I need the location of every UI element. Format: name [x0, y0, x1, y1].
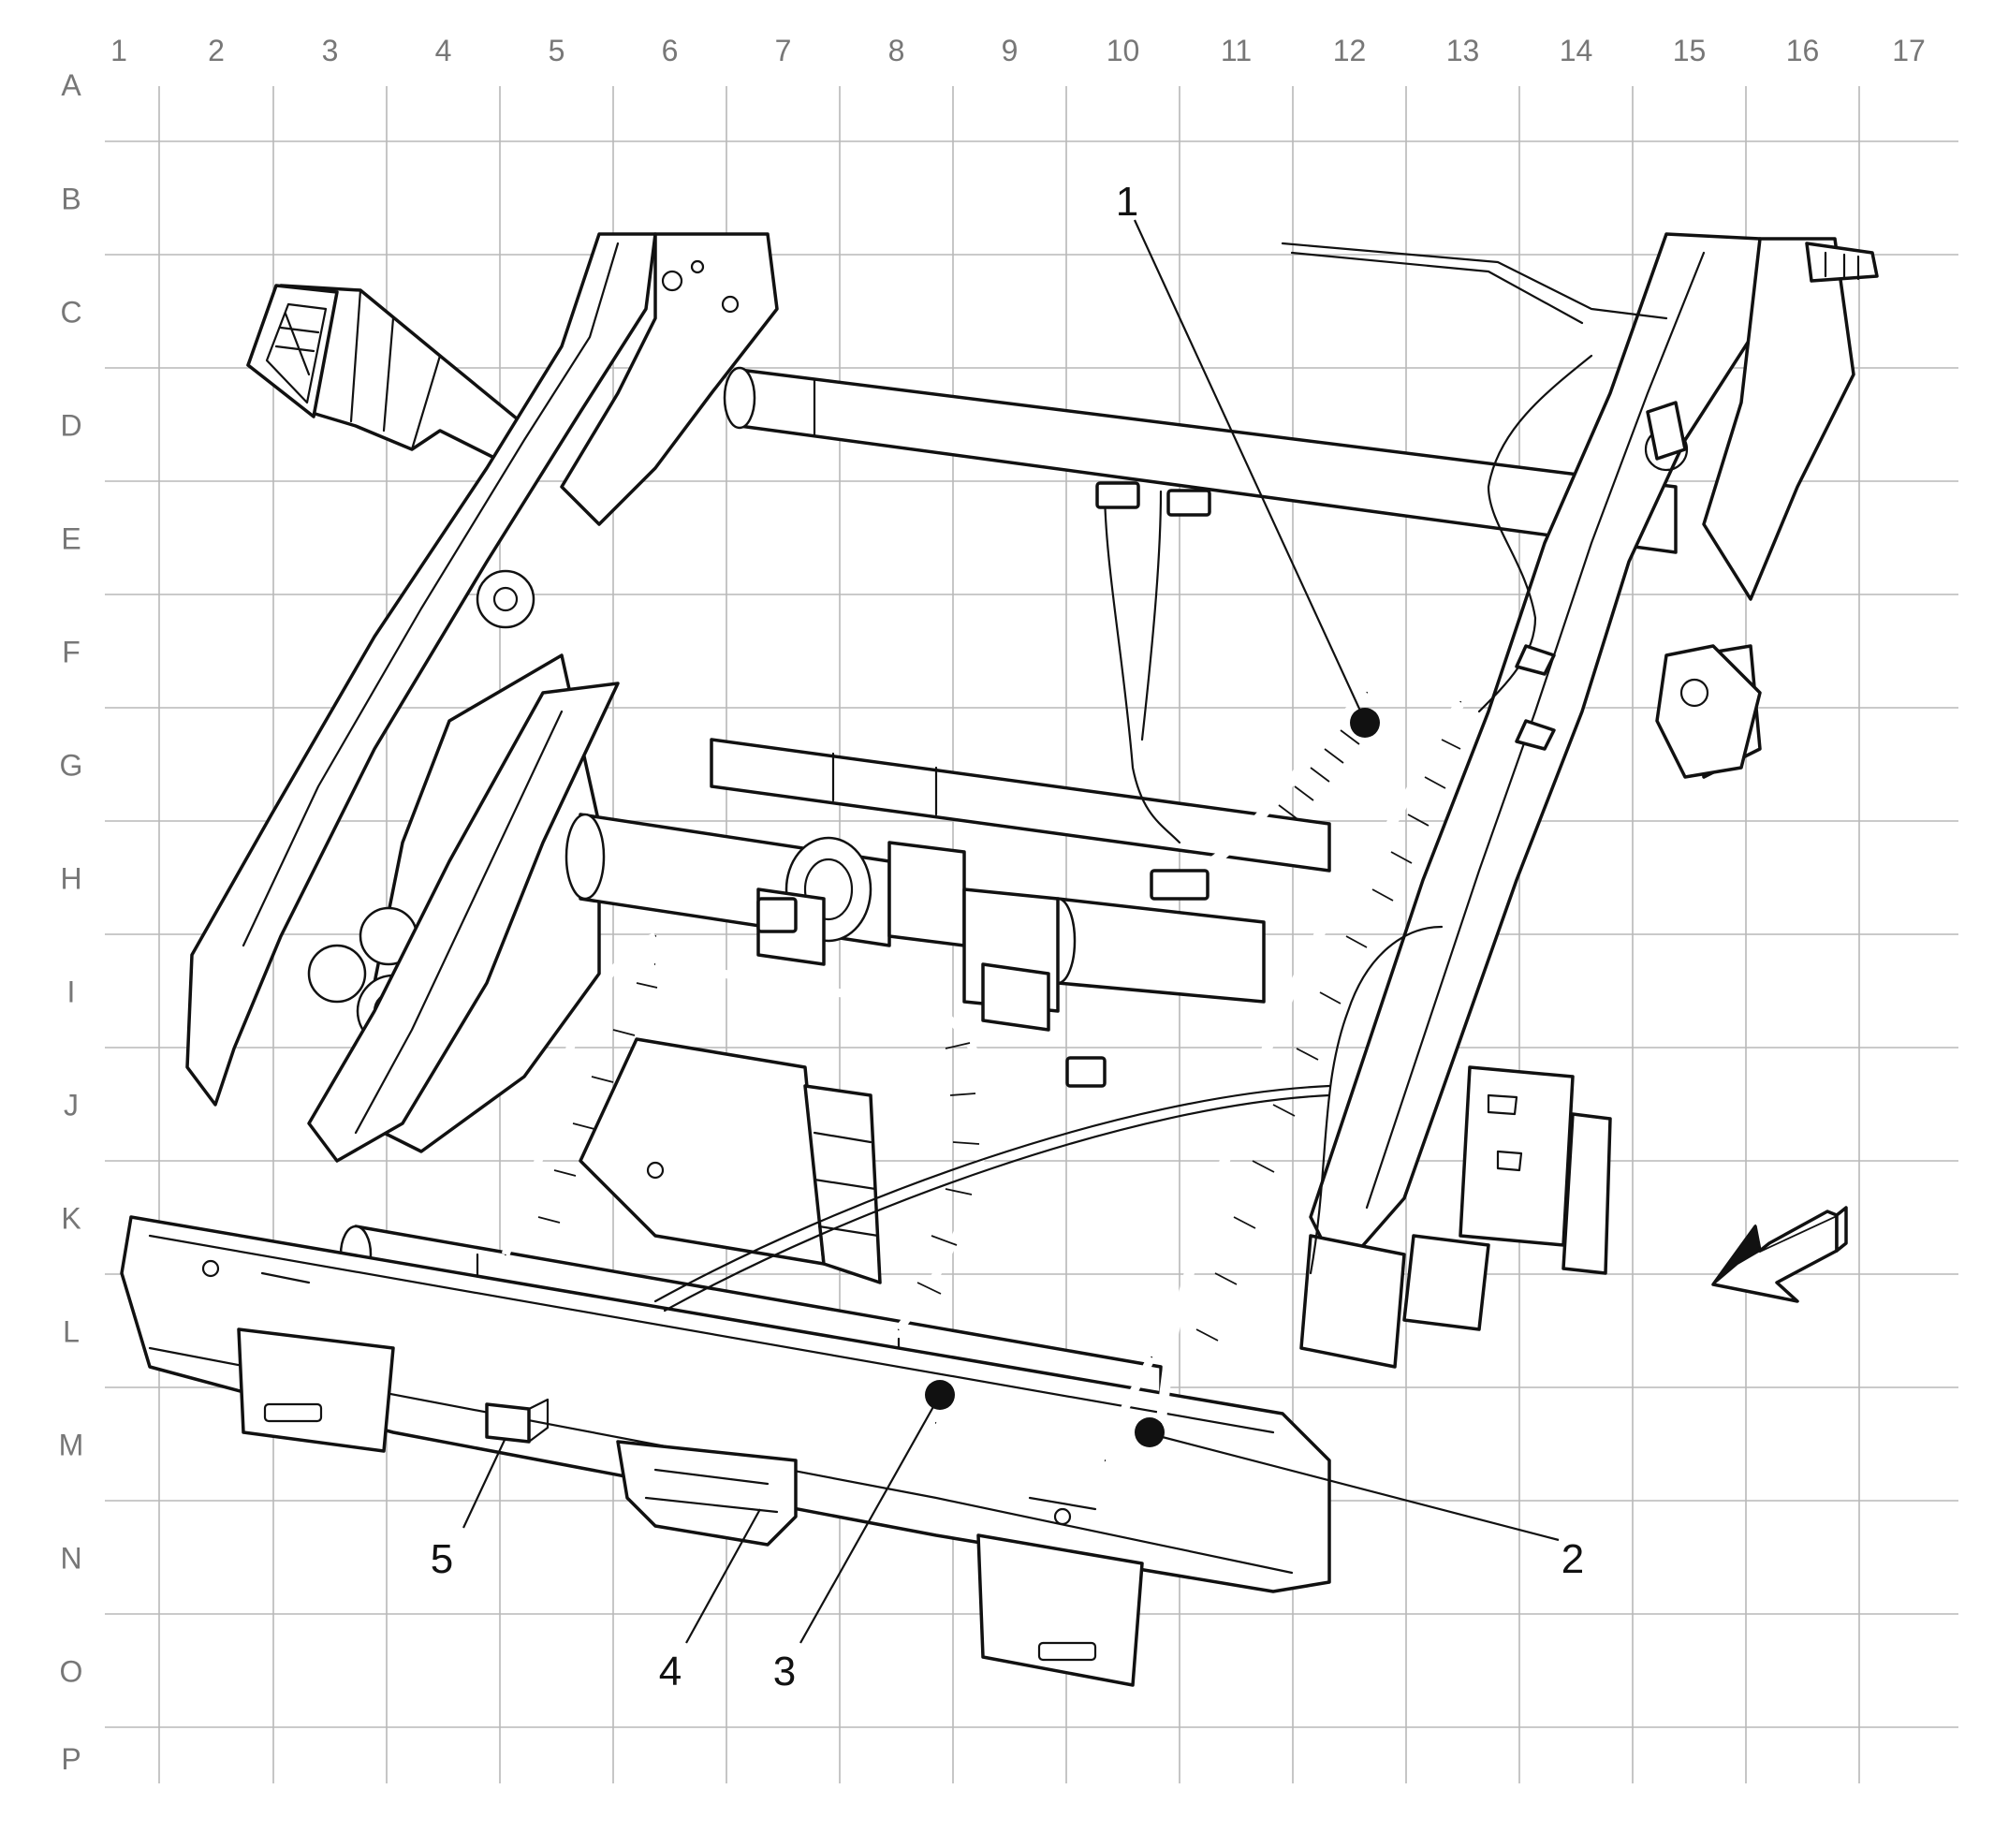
grid-row-label: D: [60, 409, 81, 443]
grid-row-label: E: [61, 522, 81, 556]
grid-column-label: 9: [1002, 34, 1019, 67]
seat-frame-illustration: [120, 232, 1879, 1687]
grid-row-label: I: [67, 975, 76, 1009]
grid-column-label: 15: [1673, 34, 1707, 67]
grid-row-label: H: [60, 862, 81, 896]
grid-column-label: 6: [662, 34, 679, 67]
callout-label-1: 1: [1116, 179, 1138, 225]
grid-row-label: P: [61, 1742, 81, 1776]
callout-dot-3: [925, 1380, 955, 1410]
callout-leaders: [462, 219, 1560, 1644]
grid-column-label: 4: [435, 34, 452, 67]
seat-adjuster-motor-2: [962, 887, 1266, 1032]
right-recliner-details: [1646, 401, 1762, 779]
grid-column-label: 12: [1333, 34, 1367, 67]
upper-right-bracket: [1281, 242, 1879, 325]
grid-row-label: F: [62, 636, 81, 669]
grid-row-label: A: [61, 68, 81, 102]
seat-belt-buckle: [246, 284, 545, 475]
grid-row-label: G: [60, 749, 83, 783]
wiring-harness: [501, 354, 1593, 1465]
callout-dot-1: [1350, 708, 1380, 738]
bottom-module: [616, 1440, 798, 1547]
grid-row-label: C: [60, 296, 81, 330]
grid-column-label: 7: [775, 34, 792, 67]
leader-line-4: [685, 1508, 761, 1644]
leader-line-5: [462, 1437, 506, 1529]
grid-column-label: 1: [110, 34, 127, 67]
left-seat-rail: [185, 232, 779, 1107]
grid-row-labels: A B C D E F G H I J K L M N O P: [59, 68, 84, 1776]
view-direction-arrow-icon: [1711, 1206, 1848, 1303]
callout-label-3: 3: [773, 1649, 796, 1694]
harness-connectors: [756, 481, 1556, 1088]
grid-column-label: 8: [888, 34, 905, 67]
left-frame-side: [307, 682, 620, 1163]
callout-label-4: 4: [659, 1649, 682, 1694]
grid-row-label: O: [60, 1655, 83, 1689]
seat-control-module: [579, 1037, 882, 1284]
right-switch-bracket: [1299, 1065, 1612, 1369]
grid-column-label: 16: [1786, 34, 1820, 67]
seat-adjuster-motor: [564, 813, 966, 966]
leader-line-2: [1151, 1432, 1560, 1542]
grid-column-label: 17: [1892, 34, 1926, 67]
grid-column-label: 2: [208, 34, 225, 67]
grid-row-label: J: [64, 1089, 79, 1122]
grid-column-label: 14: [1560, 34, 1593, 67]
grid-row-label: B: [61, 183, 81, 216]
grid-row-label: M: [59, 1429, 84, 1462]
callout-labels: 1 2 3 4 5: [431, 179, 1584, 1694]
grid-row-label: N: [60, 1542, 81, 1576]
callout-label-5: 5: [431, 1536, 453, 1582]
grid-column-label: 13: [1446, 34, 1480, 67]
callout-dot-2: [1135, 1417, 1165, 1447]
grid-row-label: L: [63, 1315, 80, 1349]
front-mount-brackets: [237, 1327, 1144, 1687]
grid-column-label: 3: [322, 34, 339, 67]
grid-column-label: 10: [1107, 34, 1140, 67]
small-block-part: [485, 1398, 550, 1444]
rear-cross-tube: [723, 366, 1678, 554]
grid-column-label: 11: [1221, 34, 1252, 67]
leader-line-3: [799, 1396, 940, 1644]
grid-column-label: 5: [549, 34, 565, 67]
grid-row-label: K: [61, 1202, 81, 1236]
leader-line-1: [1134, 219, 1366, 722]
callout-label-2: 2: [1561, 1536, 1584, 1582]
